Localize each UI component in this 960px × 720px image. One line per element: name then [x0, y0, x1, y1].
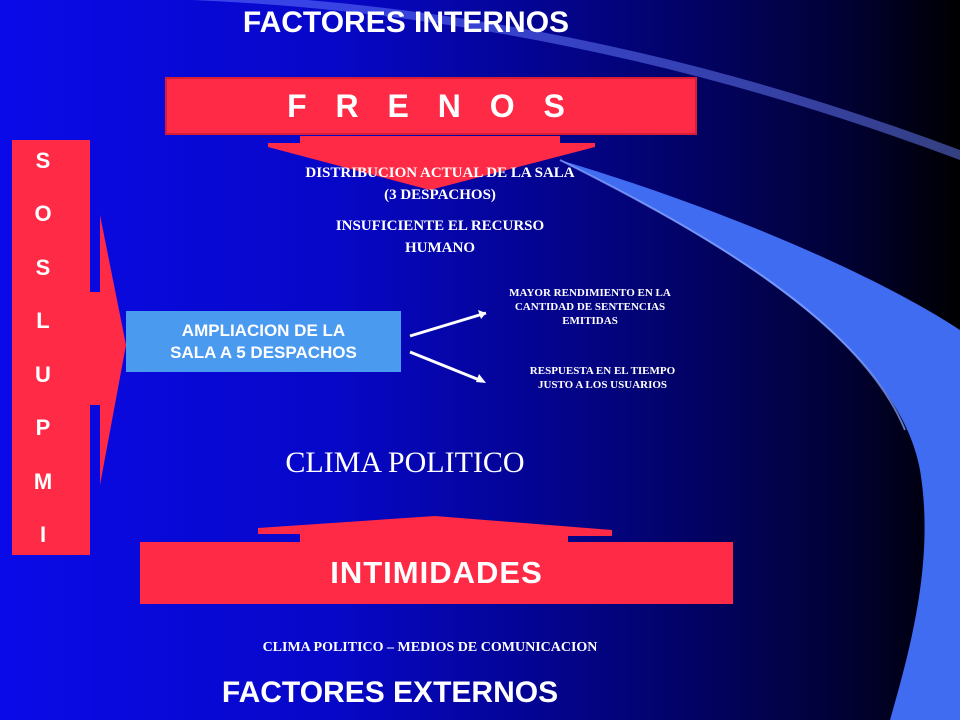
impulsos-vertical-label: S O S L U P M I — [12, 148, 74, 548]
ampliacion-label-line1: AMPLIACION DE LA — [181, 320, 346, 340]
clima-politico-label: CLIMA POLITICO — [285, 446, 525, 479]
impulsos-letter: S — [35, 254, 51, 280]
frenos-item-recurso-humano: INSUFICIENTE EL RECURSO HUMANO — [335, 218, 545, 256]
intimidades-box: INTIMIDADES — [140, 542, 733, 604]
connector-arrowhead-upper — [478, 310, 486, 319]
connector-line-lower — [409, 350, 483, 383]
ampliacion-label-line2: SALA A 5 DESPACHOS — [170, 342, 357, 362]
impulsos-letter: I — [39, 521, 47, 547]
title-factores-internos: FACTORES INTERNOS — [242, 6, 570, 39]
frenos-item-distribucion: DISTRIBUCION ACTUAL DE LA SALA (3 DESPAC… — [305, 165, 575, 203]
frenos-box: F R E N O S — [165, 77, 697, 135]
outcome-respuesta-tiempo: RESPUESTA EN EL TIEMPO JUSTO A LOS USUAR… — [529, 365, 676, 391]
title-factores-externos: FACTORES EXTERNOS — [221, 676, 559, 709]
impulsos-letter: U — [35, 361, 51, 387]
intimidades-arrow — [258, 516, 612, 542]
impulsos-letter: S — [35, 148, 51, 173]
impulsos-letter: M — [33, 468, 53, 494]
swoosh-shape — [560, 160, 960, 720]
impulsos-bar — [12, 140, 90, 555]
intimidades-caption: CLIMA POLITICO – MEDIOS DE COMUNICACION — [262, 640, 598, 655]
ampliacion-box: AMPLIACION DE LA SALA A 5 DESPACHOS — [126, 311, 401, 372]
impulsos-letter: P — [35, 415, 51, 441]
connector-line-upper — [409, 311, 487, 338]
impulsos-letter: L — [36, 308, 50, 334]
impulsos-letter: O — [34, 201, 52, 227]
connector-arrowhead-lower — [476, 374, 486, 383]
impulsos-arrow-head — [90, 215, 126, 485]
outcome-mayor-rendimiento: MAYOR RENDIMIENTO EN LA CANTIDAD DE SENT… — [509, 287, 671, 327]
